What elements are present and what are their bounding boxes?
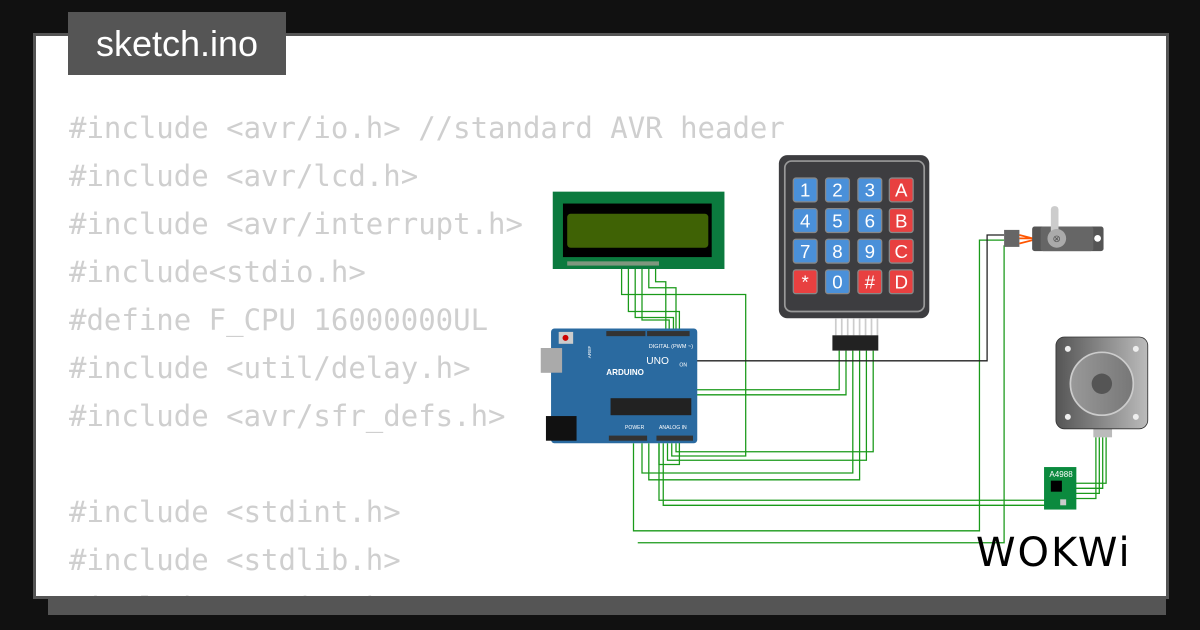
key-label: 5 [832,210,842,231]
keypad-key-C[interactable]: C [888,238,914,264]
code-line: #include<stdio.h> [69,255,366,289]
power-jack [545,416,577,441]
atmega-chip [610,398,692,416]
keypad-key-B[interactable]: B [888,208,914,234]
arduino-model: UNO [646,356,669,367]
servo-motor[interactable]: ⊗ [1004,206,1104,252]
power-label: POWER [625,425,645,431]
key-label: 6 [865,210,875,231]
key-label: 2 [832,180,842,201]
key-label: 4 [800,210,810,231]
keypad-key-7[interactable]: 7 [792,238,818,264]
key-label: B [895,210,907,231]
aref-label: AREF [587,346,592,359]
analog-label: ANALOG IN [659,425,687,431]
keypad-key-3[interactable]: 3 [857,177,883,203]
a4988-driver[interactable]: A4988 [1044,467,1077,510]
key-label: 8 [832,241,842,262]
code-line: #include <stdint.h> [69,495,401,529]
code-line: #include <avr/interrupt.h> [69,207,523,241]
key-label: 1 [800,180,810,201]
keypad-key-9[interactable]: 9 [857,238,883,264]
keypad-key-1[interactable]: 1 [792,177,818,203]
keypad-key-2[interactable]: 2 [824,177,851,203]
keypad-key-8[interactable]: 8 [824,238,851,264]
stepper-motor[interactable] [1055,336,1149,438]
keypad-key-5[interactable]: 5 [824,208,851,234]
code-line: #define F_CPU 16000000UL [69,303,489,337]
arduino-brand: ARDUINO [606,368,644,377]
keypad-key-*[interactable]: * [792,269,818,295]
keypad-key-4[interactable]: 4 [792,208,818,234]
code-line: #include <avr/io.h> //standard AVR heade… [69,111,785,145]
on-label: ON [679,363,687,369]
reset-button[interactable] [562,334,569,341]
code-background: #include <avr/io.h> //standard AVR heade… [69,104,785,596]
keypad-header [832,335,879,351]
key-label: # [865,272,876,293]
key-label: 0 [832,272,842,293]
key-label: A [895,180,908,201]
key-label: 9 [865,241,875,262]
code-line: #include <stdlib.h> [69,543,401,577]
arduino-uno[interactable]: DIGITAL (PWM ~) ARDUINO UNO ON POWER ANA… [540,328,698,444]
code-line: #include <avr/lcd.h> [69,159,419,193]
key-label: 3 [865,180,875,201]
key-label: 7 [800,241,810,262]
file-title: sketch.ino [68,12,286,75]
key-label: D [895,272,908,293]
keypad-key-0[interactable]: 0 [824,269,851,295]
key-label: * [802,272,809,293]
lcd-display[interactable] [552,191,725,269]
code-line: #include <string.h> [69,584,785,596]
digital-label: DIGITAL (PWM ~) [649,344,693,350]
keypad-key-6[interactable]: 6 [857,208,883,234]
keypad-key-#[interactable]: # [857,269,883,295]
code-line: #include <avr/sfr_defs.h> [69,399,506,433]
keypad-key-D[interactable]: D [888,269,914,295]
servo-screw-icon: ⊗ [1053,234,1062,245]
wokwi-logo: WOKWi [976,530,1132,576]
driver-label: A4988 [1049,470,1073,479]
key-label: C [895,241,908,262]
keypad-key-A[interactable]: A [888,177,914,203]
code-line: #include <util/delay.h> [69,351,471,385]
